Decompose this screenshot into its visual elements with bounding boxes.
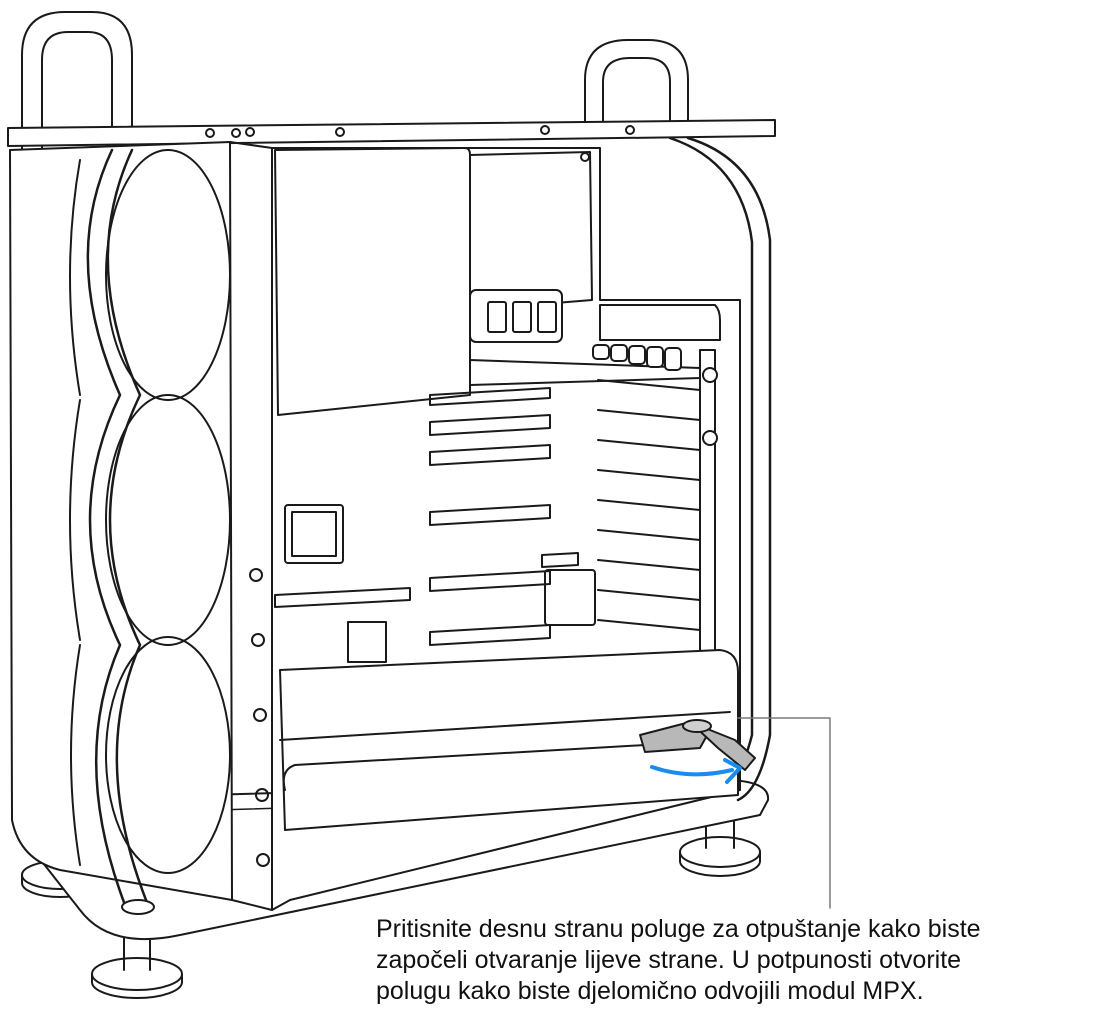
logic-board — [284, 504, 596, 663]
release-lever — [639, 719, 756, 771]
caption-line-2: započeli otvaranje lijeve strane. U potp… — [376, 946, 962, 974]
caption-line-1: Pritisnite desnu stranu poluge za otpušt… — [376, 915, 981, 943]
fan-housing — [9, 141, 273, 911]
top-frame — [7, 119, 776, 147]
io-port-block — [469, 289, 563, 343]
instruction-caption: Pritisnite desnu stranu poluge za otpušt… — [376, 914, 1091, 1007]
pcie-slots — [274, 387, 551, 646]
capacitors — [592, 344, 682, 371]
mpx-module — [279, 649, 739, 831]
frame-pole-left — [86, 148, 155, 915]
handle-right — [584, 39, 689, 139]
callout-line — [737, 717, 831, 909]
caption-line-3: polugu kako biste djelomično odvojili mo… — [376, 977, 924, 1005]
foot-right — [679, 807, 761, 877]
power-supply-cover — [274, 147, 471, 416]
rail-screws — [249, 568, 270, 867]
pci-brackets — [597, 304, 721, 661]
rotation-arrow — [650, 758, 742, 784]
handle-left — [21, 11, 133, 151]
